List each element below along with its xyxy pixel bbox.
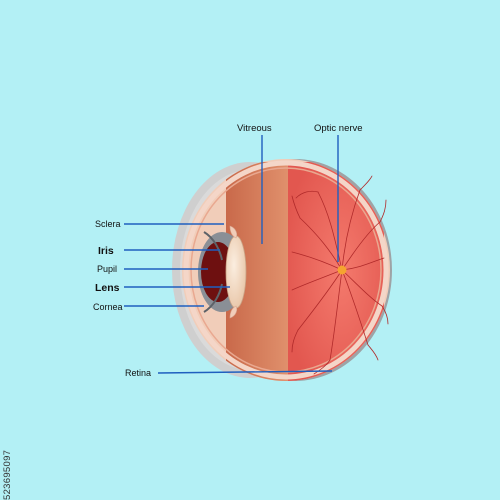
lens [225, 235, 247, 309]
lens-label: Lens [95, 282, 120, 294]
iris-label: Iris [98, 245, 114, 257]
pupil-label: Pupil [97, 264, 117, 274]
stock-id-watermark: 523695097 [2, 449, 13, 500]
sclera-label: Sclera [95, 219, 121, 229]
vitreous-label: Vitreous [237, 123, 272, 134]
optic-nerve-label: Optic nerve [314, 123, 363, 134]
retina-label: Retina [125, 368, 151, 378]
labels: Vitreous Optic nerve Sclera Iris Pupil L… [93, 123, 363, 378]
leader-lines [124, 135, 339, 374]
optic-disc [337, 265, 347, 275]
retinal-vessels [291, 175, 389, 375]
retina-leader [157, 370, 333, 374]
ciliary-body-top [229, 225, 238, 239]
ciliary-body-bottom [229, 305, 238, 319]
cornea-label: Cornea [93, 302, 123, 312]
